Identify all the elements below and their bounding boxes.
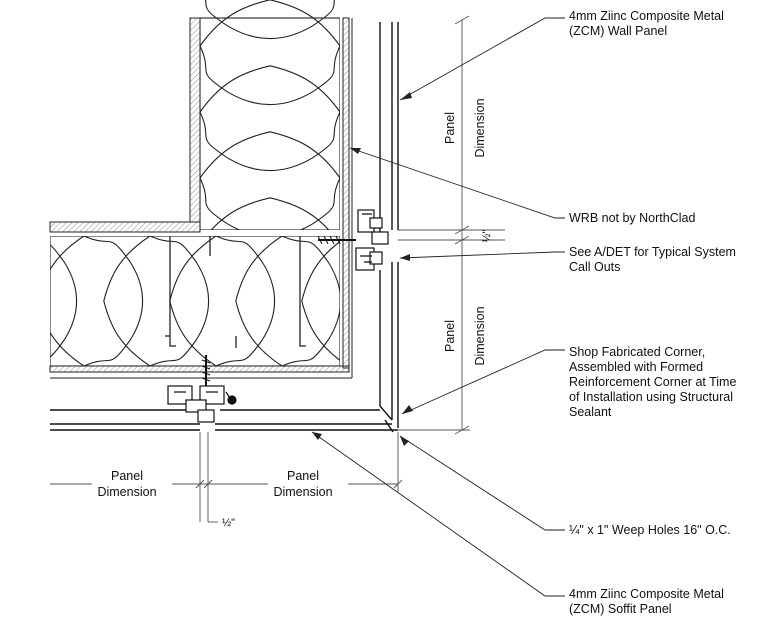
soffit-panel xyxy=(50,405,398,433)
dim-horizontal-gap-text: ½" xyxy=(222,517,235,529)
callout-shop-corner-line5: Sealant xyxy=(569,405,612,419)
dim-vertical-upper: Panel Dimension xyxy=(443,98,487,157)
dim-horizontal-right-line1: Panel xyxy=(287,469,319,483)
callout-wrb-line1: WRB not by NorthClad xyxy=(569,211,695,225)
upper-insulation xyxy=(200,0,340,230)
lower-insulation xyxy=(50,236,340,366)
dimension-lines xyxy=(50,15,505,523)
dim-horizontal-left-line1: Panel xyxy=(111,469,143,483)
callout-shop-corner-line1: Shop Fabricated Corner, xyxy=(569,345,705,359)
dim-vertical-upper-line1: Panel xyxy=(443,112,457,144)
callout-soffit-panel-line1: 4mm Ziinc Composite Metal xyxy=(569,587,724,601)
dim-vertical-gap-text: ½" xyxy=(481,229,493,242)
dim-horizontal-gap: ½" xyxy=(222,517,235,529)
callout-wall-panel-line2: (ZCM) Wall Panel xyxy=(569,24,667,38)
dim-vertical-upper-line2: Dimension xyxy=(473,98,487,157)
leader-lines xyxy=(311,17,565,597)
sheathing xyxy=(49,17,353,379)
callout-shop-corner-line2: Assembled with Formed xyxy=(569,360,703,374)
callout-shop-corner: Shop Fabricated Corner, Assembled with F… xyxy=(569,345,736,419)
soffit-clip-assembly xyxy=(167,355,237,423)
callout-weep-holes-line1: ¼" x 1" Weep Holes 16" O.C. xyxy=(569,523,731,537)
wall-panel xyxy=(379,22,399,428)
dim-horizontal-left-line2: Dimension xyxy=(97,485,156,499)
callout-see-adet-line2: Call Outs xyxy=(569,260,620,274)
callout-see-adet-line1: See A/DET for Typical System xyxy=(569,245,736,259)
dim-vertical-lower-line1: Panel xyxy=(443,320,457,352)
callout-shop-corner-line4: of Installation using Structural xyxy=(569,390,733,404)
z-girts xyxy=(165,236,306,348)
dim-vertical-lower: Panel Dimension xyxy=(443,306,487,365)
dim-horizontal-left: Panel Dimension xyxy=(92,466,172,502)
callout-shop-corner-line3: Reinforcement Corner at Time xyxy=(569,375,736,389)
callout-weep-holes: ¼" x 1" Weep Holes 16" O.C. xyxy=(569,523,731,537)
dim-horizontal-right-line2: Dimension xyxy=(273,485,332,499)
leader-arrows xyxy=(312,92,413,446)
dim-vertical-gap: ½" xyxy=(481,229,493,242)
callout-wall-panel-line1: 4mm Ziinc Composite Metal xyxy=(569,9,724,23)
callout-wrb: WRB not by NorthClad xyxy=(569,211,695,225)
callout-see-adet: See A/DET for Typical System Call Outs xyxy=(569,245,736,274)
dim-horizontal-right: Panel Dimension xyxy=(268,466,348,502)
dim-vertical-lower-line2: Dimension xyxy=(473,306,487,365)
callout-wall-panel: 4mm Ziinc Composite Metal (ZCM) Wall Pan… xyxy=(569,9,724,38)
wall-clip-assembly xyxy=(317,209,389,271)
callout-soffit-panel-line2: (ZCM) Soffit Panel xyxy=(569,602,672,616)
callout-soffit-panel: 4mm Ziinc Composite Metal (ZCM) Soffit P… xyxy=(569,587,724,616)
